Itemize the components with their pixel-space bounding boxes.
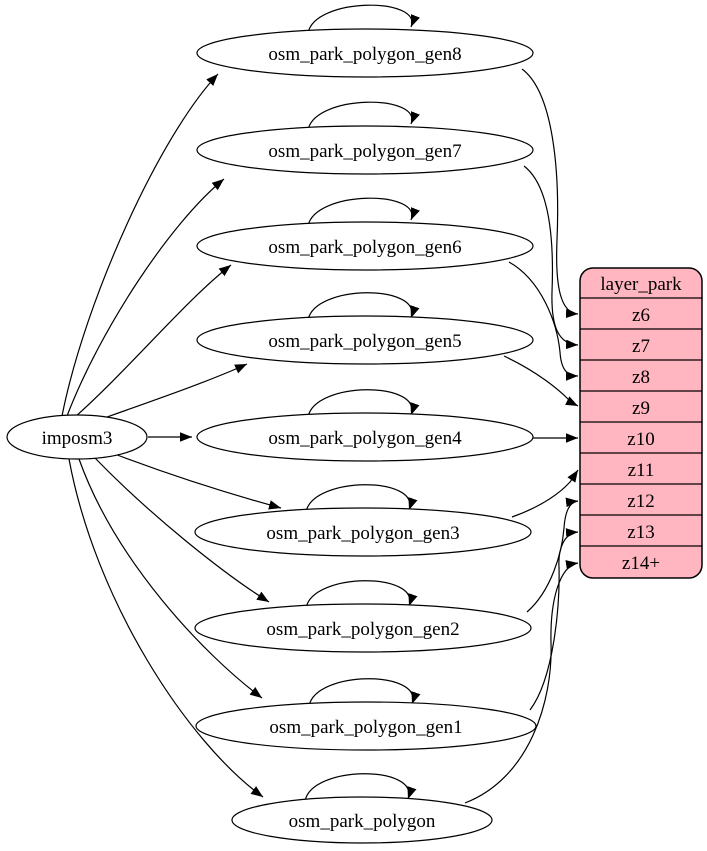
edge-imposm3-to-gen5 [89, 363, 248, 424]
node-group: imposm3 osm_park_polygon_gen8 osm_park_p… [6, 28, 537, 844]
node-osm-park-polygon: osm_park_polygon [231, 796, 493, 844]
layer-park-table: layer_park z6 z7 z8 z9 z10 z11 z12 z13 z… [579, 267, 703, 579]
edge-imposm3-to-gen8 [61, 73, 219, 417]
node-label: osm_park_polygon [289, 811, 436, 832]
node-osm-park-polygon-gen3: osm_park_polygon_gen3 [194, 507, 532, 557]
node-label: osm_park_polygon_gen8 [268, 44, 461, 65]
edge-imposm3-to-gen2 [92, 455, 270, 603]
self-loop-gen3 [305, 484, 418, 513]
node-label: osm_park_polygon_gen4 [268, 428, 462, 449]
edge-imposm3-to-gen7 [66, 178, 225, 417]
node-ellipse [195, 701, 537, 751]
self-loop-gen5 [307, 292, 420, 321]
node-label: osm_park_polygon_gen7 [268, 141, 461, 162]
edge-imposm3-to-gen6 [74, 264, 232, 418]
node-osm-park-polygon-gen4: osm_park_polygon_gen4 [196, 412, 534, 462]
node-label: osm_park_polygon_gen3 [266, 523, 459, 544]
self-loop-gen1 [308, 678, 421, 707]
node-osm-park-polygon-gen1: osm_park_polygon_gen1 [195, 701, 537, 751]
edge-gen6-to-z8 [508, 261, 579, 381]
node-osm-park-polygon-gen7: osm_park_polygon_gen7 [196, 125, 534, 175]
node-osm-park-polygon-gen2: osm_park_polygon_gen2 [194, 603, 532, 653]
edge-gen3-to-z11 [511, 469, 579, 518]
edge-imposm3-to-gen3 [111, 452, 282, 510]
node-osm-park-polygon-gen8: osm_park_polygon_gen8 [196, 28, 534, 78]
layer-row-z12: z12 [627, 491, 654, 512]
self-loop-gen4 [307, 389, 420, 418]
self-loop-gen7 [307, 101, 420, 131]
node-ellipse [196, 221, 534, 271]
edge-polygon-to-z14 [464, 560, 579, 804]
node-osm-park-polygon-gen6: osm_park_polygon_gen6 [196, 221, 534, 271]
layer-park-title: layer_park [600, 274, 682, 295]
self-loop-gen8 [307, 4, 420, 34]
layer-row-z14plus: z14+ [622, 553, 660, 574]
node-label: osm_park_polygon_gen5 [268, 331, 461, 352]
layer-row-z11: z11 [628, 460, 655, 481]
layer-row-z10: z10 [627, 429, 654, 450]
layer-park-outline [579, 267, 703, 579]
node-ellipse [196, 315, 534, 365]
edge-gen5-to-z9 [503, 355, 579, 407]
node-label: imposm3 [42, 428, 113, 449]
node-ellipse [231, 796, 493, 844]
node-osm-park-polygon-gen5: osm_park_polygon_gen5 [196, 315, 534, 365]
node-label: osm_park_polygon_gen2 [266, 619, 459, 640]
layer-row-z9: z9 [632, 398, 650, 419]
node-imposm3: imposm3 [6, 414, 148, 460]
layer-row-z13: z13 [627, 522, 654, 543]
self-loop-gen6 [307, 197, 420, 227]
edge-imposm3-to-polygon [68, 458, 264, 798]
self-loop-polygon [304, 773, 417, 802]
self-loop-gen2 [305, 580, 418, 609]
edge-gen8-to-z6 [521, 68, 579, 319]
edge-imposm3-to-gen1 [78, 458, 263, 699]
node-ellipse [196, 28, 534, 78]
edge-gen1-to-z13 [529, 528, 579, 711]
node-ellipse [196, 125, 534, 175]
node-ellipse [6, 414, 148, 460]
edge-gen2-to-z12 [526, 497, 579, 613]
layer-row-z6: z6 [632, 305, 650, 326]
edge-group [61, 4, 579, 804]
layer-row-z7: z7 [632, 336, 650, 357]
node-label: osm_park_polygon_gen6 [268, 237, 461, 258]
node-ellipse [196, 412, 534, 462]
node-ellipse [194, 507, 532, 557]
layer-row-z8: z8 [632, 367, 650, 388]
edge-gen7-to-z7 [523, 165, 579, 350]
node-label: osm_park_polygon_gen1 [269, 717, 462, 738]
node-ellipse [194, 603, 532, 653]
